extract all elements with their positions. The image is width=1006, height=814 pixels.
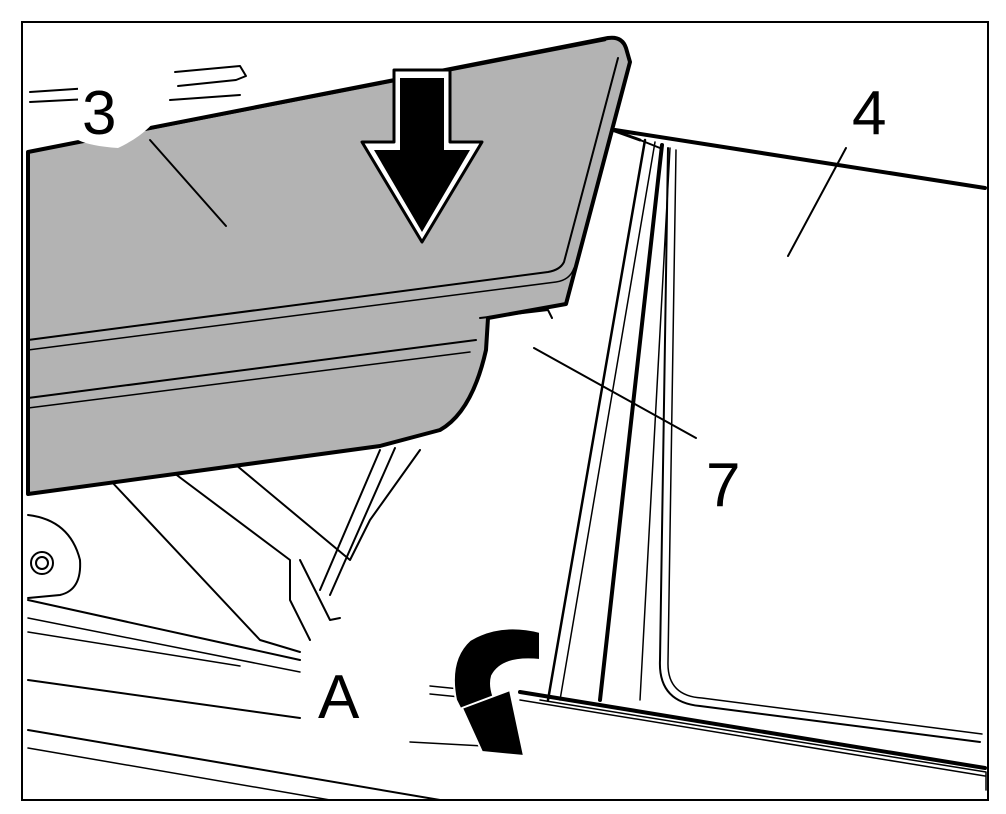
down-arrow-icon: [360, 68, 484, 244]
label-3-patch: [78, 60, 173, 148]
label-part-7: 7: [706, 451, 740, 520]
label-part-4: 4: [852, 79, 886, 148]
leader-lines: [149, 139, 847, 439]
label-detail-a: A: [318, 663, 360, 732]
rotate-arrow-icon: [452, 627, 541, 757]
label-part-3: 3: [82, 79, 116, 148]
part-3-body: [26, 35, 632, 496]
part-7-rail: [546, 128, 671, 702]
part-4-panel: [518, 128, 987, 791]
